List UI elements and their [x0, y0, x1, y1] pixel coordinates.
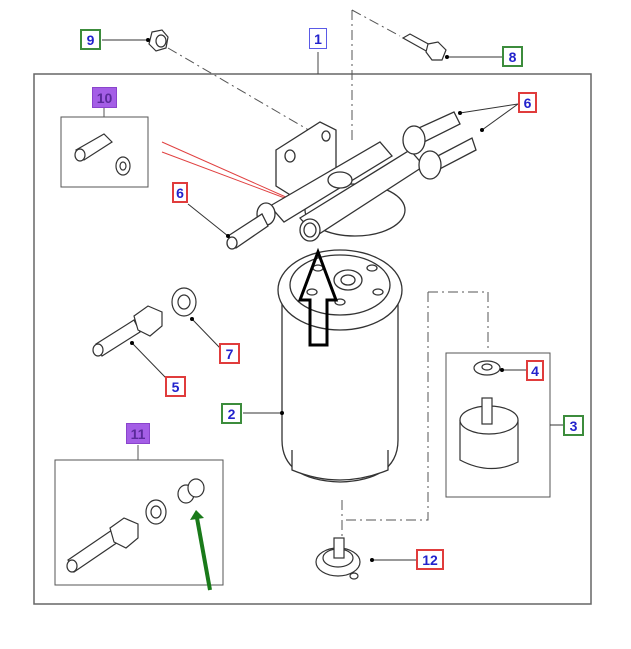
bolt-part — [401, 33, 447, 61]
connector-union-part — [92, 305, 163, 357]
leader-6b-2 — [481, 103, 519, 131]
callout-10: 10 — [92, 87, 117, 108]
washer-7-part — [171, 287, 197, 317]
up-arrow-annotation — [297, 247, 339, 347]
callout-8: 8 — [502, 46, 523, 67]
callout-6b: 6 — [518, 92, 537, 113]
callout-9: 9 — [80, 29, 101, 50]
leader-6a — [187, 203, 229, 237]
red-highlight-lines — [161, 141, 291, 201]
drain-plug-part — [315, 537, 361, 580]
callout-4: 4 — [526, 360, 544, 381]
leader-7 — [191, 318, 221, 349]
callout-1: 1 — [309, 28, 327, 49]
callout-2: 2 — [221, 403, 242, 424]
filter-cartridge-part — [277, 249, 403, 483]
filter-housing-part — [226, 111, 477, 250]
connector-kit-part — [66, 478, 205, 573]
kit-10-box — [60, 116, 149, 188]
callout-3: 3 — [563, 415, 584, 436]
callout-7: 7 — [219, 343, 240, 364]
callout-12: 12 — [416, 549, 444, 570]
green-arrow-annotation — [190, 510, 212, 591]
nut-part — [148, 29, 169, 52]
water-sensor-part — [459, 360, 519, 470]
leader-6b-1 — [459, 103, 519, 114]
callout-11: 11 — [126, 423, 150, 444]
dash-dot-lines — [167, 9, 489, 540]
adaptor-part — [74, 133, 131, 176]
callout-6a: 6 — [172, 182, 188, 203]
leader-5 — [131, 342, 167, 379]
assembly-frame — [33, 73, 592, 605]
callout-5: 5 — [165, 376, 186, 397]
